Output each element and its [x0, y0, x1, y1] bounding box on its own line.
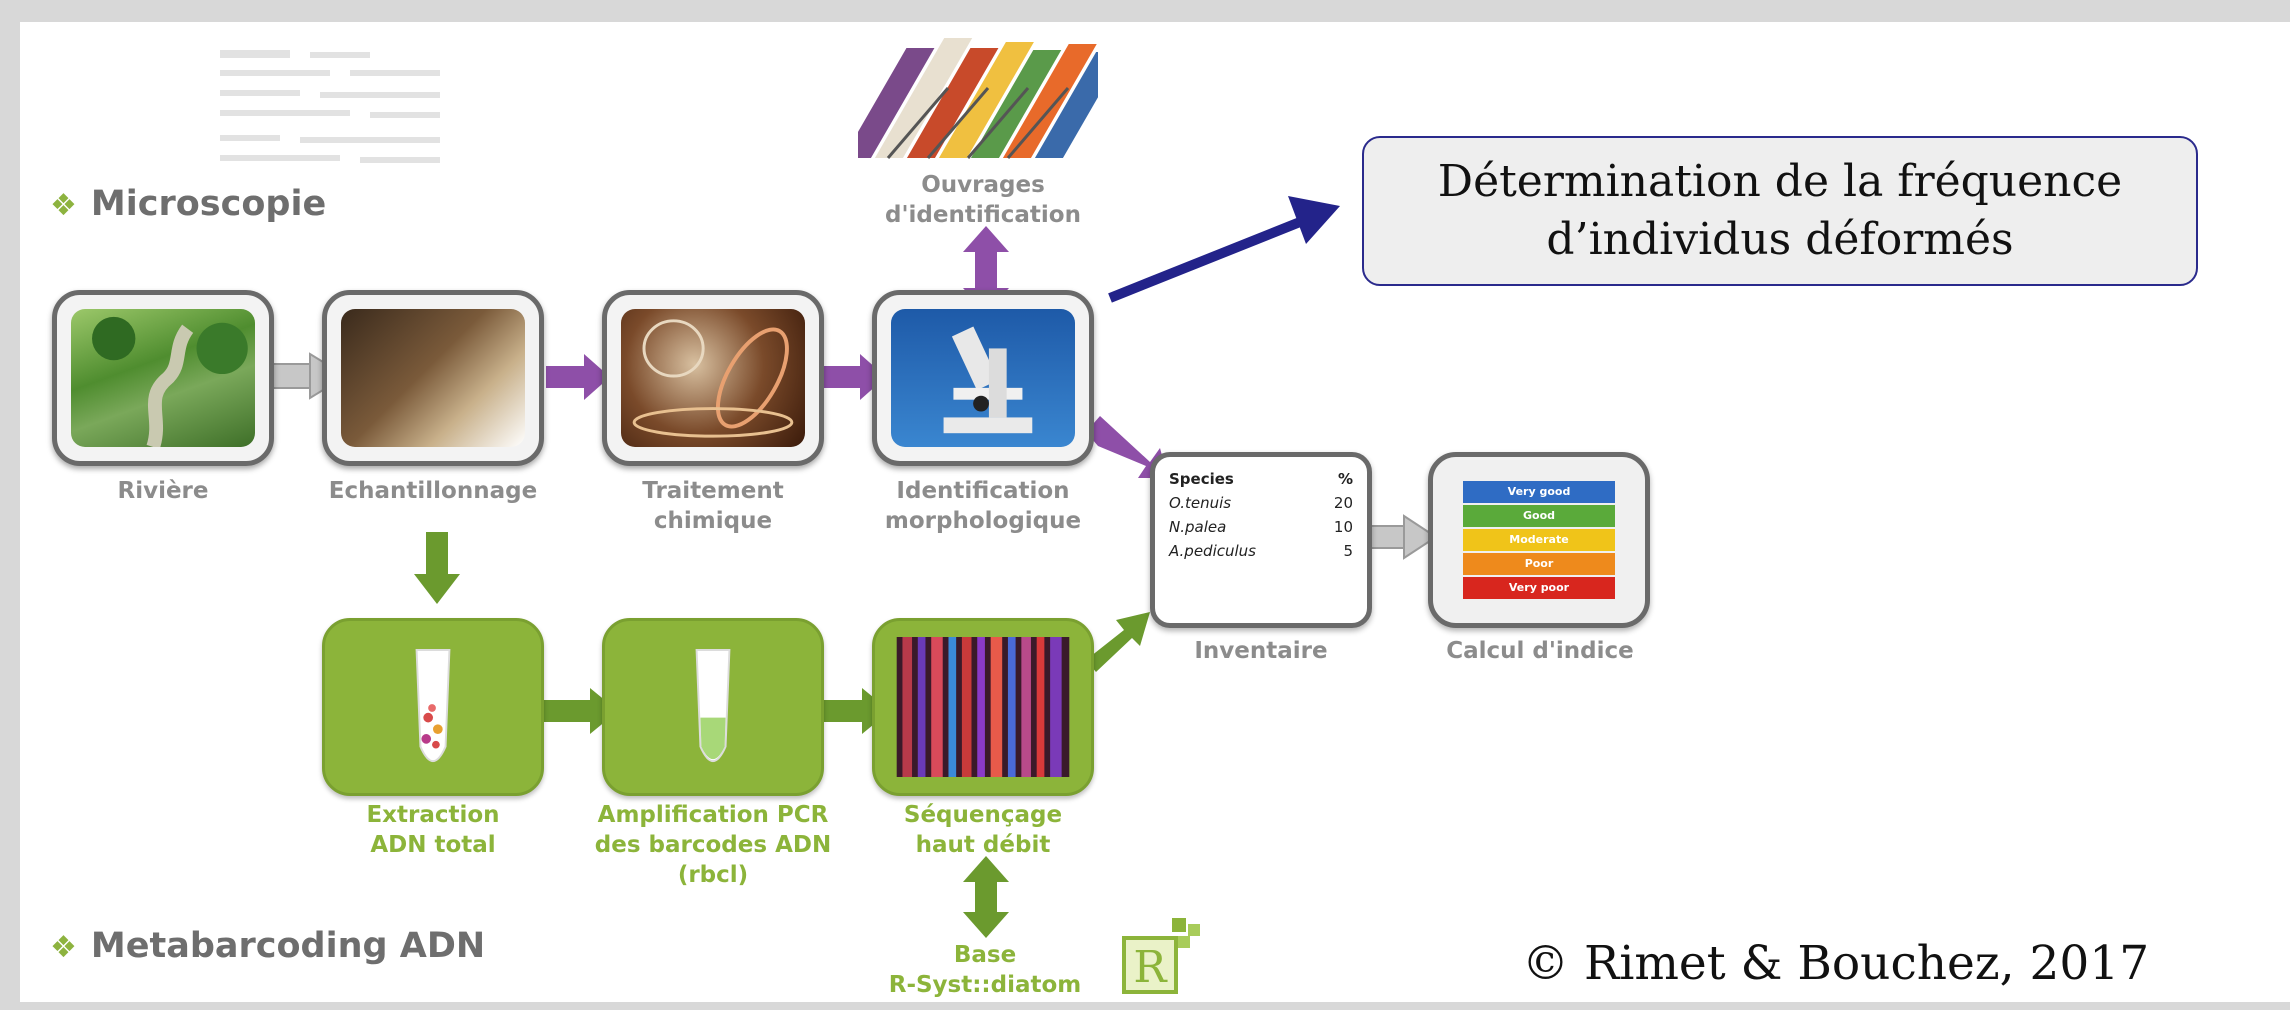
- green-arrow-down: [414, 532, 460, 604]
- percent-cell: 20: [1333, 494, 1353, 512]
- index-band-moderate: Moderate: [1463, 529, 1615, 551]
- identification-node: [872, 290, 1094, 466]
- caption-calcul: Calcul d'indice: [1446, 638, 1634, 664]
- callout-arrow: [1108, 196, 1340, 303]
- copyright-text: © Rimet & Bouchez, 2017: [1522, 936, 2150, 991]
- extraction-node: [322, 618, 544, 796]
- caption-ouvrages: Ouvrages d'identification: [885, 172, 1081, 228]
- section-title-metabarcoding: ❖ Metabarcoding ADN: [50, 926, 485, 966]
- percent-cell: 10: [1333, 518, 1353, 536]
- species-cell: N.palea: [1169, 518, 1227, 536]
- river-image: [71, 309, 255, 447]
- table-header-cell: Species: [1169, 470, 1234, 488]
- purple-arrow: [546, 354, 610, 400]
- books-image: [858, 38, 1098, 159]
- inventory-node: Species % O.tenuis 20 N.palea 10 A.pedic…: [1150, 452, 1372, 628]
- species-cell: A.pediculus: [1169, 542, 1256, 560]
- sequencing-node: [872, 618, 1094, 796]
- index-band-good: Good: [1463, 505, 1615, 527]
- sampling-node: [322, 290, 544, 466]
- inventory-table: Species % O.tenuis 20 N.palea 10 A.pedic…: [1167, 467, 1355, 563]
- caption-echantillonnage: Echantillonnage: [328, 478, 538, 504]
- index-band-very-good: Very good: [1463, 481, 1615, 503]
- faded-text-block: [220, 50, 440, 163]
- purple-arrow: [1086, 416, 1168, 478]
- diatom-image: [621, 309, 805, 447]
- percent-cell: 5: [1343, 542, 1353, 560]
- tube-icon: [415, 649, 451, 763]
- caption-base: Base R-Syst::diatom: [888, 942, 1082, 998]
- chemical-treatment-node: [602, 290, 824, 466]
- table-row: O.tenuis 20: [1167, 491, 1355, 515]
- caption-traitement: Traitement chimique: [642, 478, 784, 534]
- species-cell: O.tenuis: [1169, 494, 1232, 512]
- r-syst-logo-icon: R: [1122, 918, 1200, 994]
- callout-box: Détermination de la fréquence d’individu…: [1362, 136, 2198, 286]
- section-label: Microscopie: [90, 184, 327, 224]
- tube-icon: [695, 649, 731, 763]
- table-row: A.pediculus 5: [1167, 539, 1355, 563]
- caption-inventaire: Inventaire: [1194, 638, 1328, 664]
- diamond-bullet-icon: ❖: [50, 930, 77, 965]
- index-node: Very good Good Moderate Poor Very poor: [1428, 452, 1650, 628]
- sequencing-image: [896, 637, 1070, 777]
- river-node: [52, 290, 274, 466]
- caption-riviere: Rivière: [117, 478, 209, 504]
- green-arrow: [1086, 612, 1150, 672]
- gray-arrow: [1363, 514, 1438, 560]
- section-title-microscopy: ❖ Microscopie: [50, 184, 326, 224]
- microscope-image: [891, 309, 1075, 447]
- svg-text:R: R: [1133, 942, 1168, 993]
- caption-extraction: Extraction ADN total: [366, 802, 500, 858]
- caption-sequencage: Séquençage haut débit: [903, 802, 1063, 858]
- table-header-row: Species %: [1167, 467, 1355, 491]
- sampling-image: [341, 309, 525, 447]
- section-label: Metabarcoding ADN: [90, 926, 486, 966]
- index-band-very-poor: Very poor: [1463, 577, 1615, 599]
- table-header-cell: %: [1337, 470, 1353, 488]
- caption-amplification: Amplification PCR des barcodes ADN (rbcl…: [594, 802, 832, 888]
- amplification-node: [602, 618, 824, 796]
- green-double-arrow: [963, 856, 1009, 938]
- table-row: N.palea 10: [1167, 515, 1355, 539]
- diamond-bullet-icon: ❖: [50, 188, 77, 223]
- caption-identification: Identification morphologique: [884, 478, 1082, 534]
- index-band-poor: Poor: [1463, 553, 1615, 575]
